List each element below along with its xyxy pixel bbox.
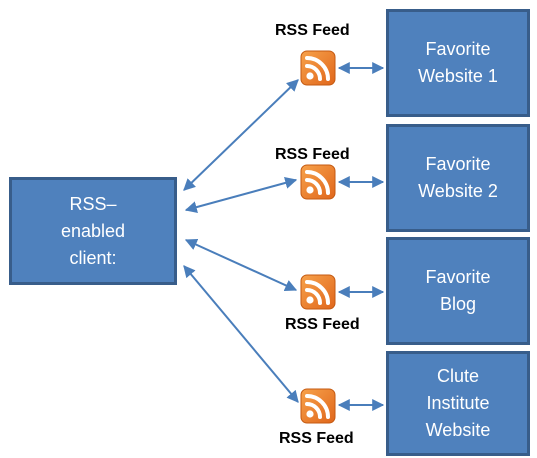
rss-icon xyxy=(300,388,336,424)
target-box-3: Favorite Blog xyxy=(386,237,530,345)
arrow-client-feed-4 xyxy=(183,265,299,403)
target-box-2: Favorite Website 2 xyxy=(386,124,530,232)
rss-icon xyxy=(300,274,336,310)
target-label-4: Clute Institute Website xyxy=(425,366,491,440)
feed-label-3: RSS Feed xyxy=(285,316,360,333)
target-box-1: Favorite Website 1 xyxy=(386,9,530,117)
target-label-1: Favorite Website 1 xyxy=(418,39,498,86)
client-label: RSS– enabled client: xyxy=(60,193,126,268)
target-label-3: Favorite Blog xyxy=(425,267,491,314)
target-label-2: Favorite Website 2 xyxy=(418,154,498,201)
arrow-client-feed-1 xyxy=(183,79,299,191)
rss-icon xyxy=(300,164,336,200)
feed-label-2: RSS Feed xyxy=(275,146,350,163)
arrow-client-feed-3 xyxy=(184,239,298,291)
rss-icon xyxy=(300,50,336,86)
feed-label-1: RSS Feed xyxy=(275,22,350,39)
client-box: RSS– enabled client: xyxy=(9,177,177,285)
feed-label-4: RSS Feed xyxy=(279,430,354,447)
arrow-client-feed-2 xyxy=(184,177,298,213)
target-box-4: Clute Institute Website xyxy=(386,351,530,456)
